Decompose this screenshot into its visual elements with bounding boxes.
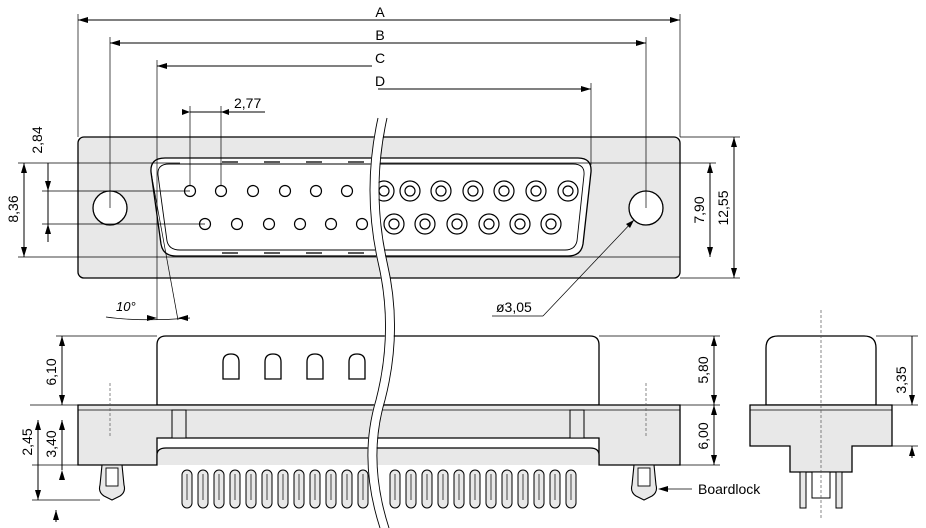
side-base [749, 404, 893, 473]
d-shell-inner [157, 163, 585, 251]
dim-label-base-height: 6,00 [695, 422, 711, 449]
dim-label-hole-offset: 7,90 [691, 196, 707, 223]
shell-outline [156, 335, 600, 406]
boardlock-left [98, 464, 126, 501]
dim-label-flange-height: 12,55 [715, 190, 731, 225]
dim-label-row-spacing: 8,36 [5, 195, 21, 222]
lead-inner [186, 474, 572, 500]
dim-horizontal [77, 14, 681, 320]
dim-label-pitch: 2,77 [234, 95, 261, 111]
dim-label-a: A [375, 4, 385, 20]
dim-label-b: B [375, 27, 384, 43]
dim-label-shell-height: 6,10 [43, 358, 59, 385]
dim-label-lead-a: 2,45 [19, 428, 35, 455]
dim-label-lead-b: 3,40 [43, 430, 59, 457]
shell-slots [222, 353, 366, 380]
front-dims-left [30, 335, 157, 522]
boardlock-right [630, 464, 658, 501]
dim-label-pin-row-offset: 2,84 [29, 126, 45, 153]
break-line [367, 117, 395, 528]
side-view [749, 310, 918, 518]
shell-ticks [222, 161, 364, 254]
dim-label-hole-dia: ø3,05 [496, 299, 532, 315]
base-rib-right [569, 409, 585, 439]
dim-vertical-right [380, 136, 740, 279]
dim-vertical-left [18, 162, 680, 258]
dim-label-side-height: 3,35 [893, 366, 909, 393]
angle-dim [105, 171, 191, 321]
pins-right [373, 180, 579, 235]
boardlock-label: Boardlock [698, 481, 761, 497]
dim-label-c: C [375, 50, 385, 66]
front-dims-right [599, 335, 720, 466]
dim-label-shell-height-side: 5,80 [695, 356, 711, 383]
base-rib-left [171, 409, 187, 439]
hole-leader [492, 219, 635, 317]
front-view: Boardlock [19, 335, 761, 522]
dim-label-angle: 10° [116, 299, 136, 314]
dim-label-d: D [375, 73, 385, 89]
